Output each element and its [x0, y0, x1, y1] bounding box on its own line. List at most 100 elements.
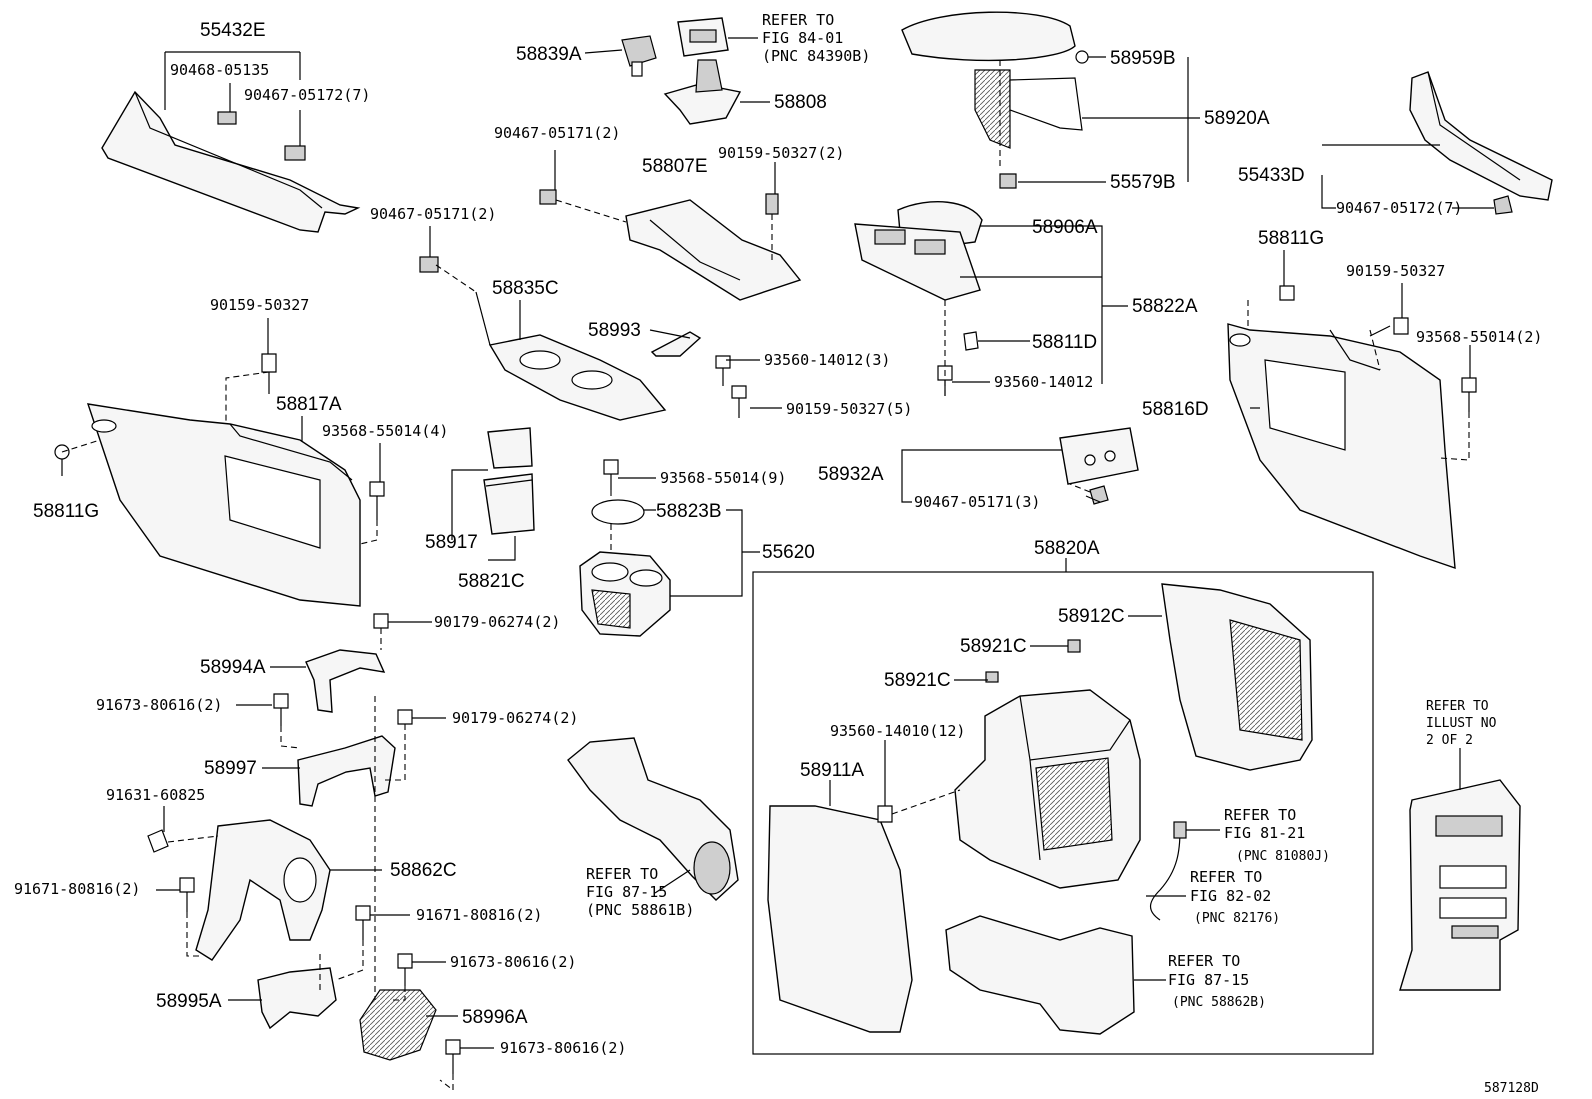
label-58811G-r: 58811G — [1258, 228, 1324, 249]
ref-8715a-line2: FIG 87-15 — [586, 883, 667, 901]
label-58921C-a: 58921C — [960, 636, 1027, 657]
label-58993: 58993 — [588, 320, 641, 341]
ref-8715a-line3: (PNC 58861B) — [586, 901, 694, 919]
label-58808: 58808 — [774, 92, 827, 113]
ref-8202-line1: REFER TO — [1190, 868, 1262, 886]
lid-58920A-drawing — [901, 11, 1089, 189]
ref-8121-line3: (PNC 81080J) — [1236, 849, 1330, 864]
rear-panel-drawing — [1399, 779, 1521, 991]
label-90159-50327-5: 90159-50327(5) — [786, 400, 912, 418]
label-58822A: 58822A — [1132, 296, 1198, 317]
label-91631-60825: 91631-60825 — [106, 786, 205, 804]
panel-55432E-drawing — [101, 90, 361, 233]
label-58921C-b: 58921C — [884, 670, 951, 691]
label-90159-50327-l: 90159-50327 — [210, 296, 309, 314]
label-58816D: 58816D — [1142, 399, 1209, 420]
label-90179-06274-2a: 90179-06274(2) — [434, 613, 560, 631]
ref-8401-line2: FIG 84-01 — [762, 29, 843, 47]
ref-8715b-line3: (PNC 58862B) — [1172, 995, 1266, 1010]
label-58835C: 58835C — [492, 278, 559, 299]
label-58997: 58997 — [204, 758, 257, 779]
label-90467-05171-3: 90467-05171(3) — [914, 493, 1040, 511]
cupholder-55620-drawing — [579, 551, 671, 637]
label-58906A: 58906A — [1032, 217, 1098, 238]
label-58994A: 58994A — [200, 657, 266, 678]
label-58811D: 58811D — [1032, 332, 1097, 353]
panel-58817A-drawing — [86, 403, 361, 607]
label-58932A: 58932A — [818, 464, 884, 485]
label-90467-05171-2a: 90467-05171(2) — [494, 124, 620, 142]
connector-84390B-drawing — [677, 17, 729, 57]
label-58996A: 58996A — [462, 1007, 528, 1028]
bracket-58995A-drawing — [257, 967, 337, 1030]
label-58917: 58917 — [425, 532, 478, 553]
fasteners — [54, 285, 1477, 1074]
labels: 55432E 90468-05135 90467-05172(7) 58839A… — [14, 11, 1542, 1096]
label-55579B: 55579B — [1110, 172, 1176, 193]
label-91671-80816-2a: 91671-80816(2) — [14, 880, 140, 898]
label-91673-80616-2a: 91673-80616(2) — [96, 696, 222, 714]
panel-58822A-drawing — [854, 201, 983, 351]
bracket-58807E-drawing — [539, 189, 802, 301]
ref-8202-line3: (PNC 82176) — [1194, 911, 1280, 926]
console-box-drawing — [954, 639, 1141, 889]
label-55620: 55620 — [762, 542, 815, 563]
label-90467-05172-7a: 90467-05172(7) — [244, 86, 370, 104]
label-58959B: 58959B — [1110, 48, 1176, 69]
label-58823B: 58823B — [656, 501, 722, 522]
ref-8401-line1: REFER TO — [762, 11, 834, 29]
label-55433D: 55433D — [1238, 165, 1305, 186]
label-58911A: 58911A — [800, 760, 864, 781]
panel-58912C-drawing — [1161, 583, 1313, 771]
panel-58816D-drawing — [1227, 323, 1456, 570]
label-93568-55014-9: 93568-55014(9) — [660, 469, 786, 487]
label-58807E: 58807E — [642, 156, 708, 177]
ref-8121-line1: REFER TO — [1224, 806, 1296, 824]
label-58820A: 58820A — [1034, 538, 1100, 559]
label-58821C: 58821C — [458, 571, 525, 592]
label-90159-50327-r: 90159-50327 — [1346, 262, 1445, 280]
ring-58823B-drawing — [591, 499, 645, 525]
wire-harness-drawing — [1150, 829, 1181, 921]
ref-8715b-line2: FIG 87-15 — [1168, 971, 1249, 989]
label-93560-14012-3: 93560-14012(3) — [764, 351, 890, 369]
label-90467-05172-7b: 90467-05172(7) — [1336, 199, 1462, 217]
ref-illust-line1: REFER TO — [1426, 699, 1489, 714]
bracket-58862C-drawing — [195, 819, 331, 961]
label-58995A: 58995A — [156, 991, 222, 1012]
label-58839A: 58839A — [516, 44, 582, 65]
assembly-box-58820A — [752, 571, 1374, 1055]
ref-8121-line2: FIG 81-21 — [1224, 824, 1305, 842]
switch-58839A-drawing — [621, 35, 657, 77]
bracket-58996A-drawing — [359, 989, 437, 1061]
bracket-58835C-drawing — [419, 256, 667, 421]
duct-58862B-drawing — [945, 915, 1135, 1035]
boot-58808-drawing — [663, 59, 742, 125]
label-91671-80816-2b: 91671-80816(2) — [416, 906, 542, 924]
label-58920A: 58920A — [1204, 108, 1270, 129]
label-58912C: 58912C — [1058, 606, 1125, 627]
bracket-58994A-drawing — [305, 649, 386, 713]
ref-8401-line3: (PNC 84390B) — [762, 47, 870, 65]
ref-illust-line2: ILLUST NO — [1426, 716, 1497, 731]
bracket-58997-drawing — [297, 735, 396, 807]
duct-58861B-drawing — [567, 737, 739, 901]
ref-8202-line2: FIG 82-02 — [1190, 887, 1271, 905]
assembly-lines — [61, 60, 1470, 1092]
label-55432E: 55432E — [200, 20, 266, 41]
label-90159-50327-2: 90159-50327(2) — [718, 144, 844, 162]
label-93568-55014-4: 93568-55014(4) — [322, 422, 448, 440]
label-93568-55014-2: 93568-55014(2) — [1416, 328, 1542, 346]
pocket-58821C-drawing — [483, 427, 535, 535]
label-91673-80616-2c: 91673-80616(2) — [500, 1039, 626, 1057]
label-91673-80616-2b: 91673-80616(2) — [450, 953, 576, 971]
label-58817A: 58817A — [276, 394, 342, 415]
label-93560-14010-12: 93560-14010(12) — [830, 722, 965, 740]
panel-58911A-drawing — [767, 805, 913, 1033]
label-58862C: 58862C — [390, 860, 457, 881]
ref-8715a-line1: REFER TO — [586, 865, 658, 883]
label-90467-05171-2b: 90467-05171(2) — [370, 205, 496, 223]
panel-58932A-drawing — [1059, 427, 1139, 505]
label-93560-14012: 93560-14012 — [994, 373, 1093, 391]
